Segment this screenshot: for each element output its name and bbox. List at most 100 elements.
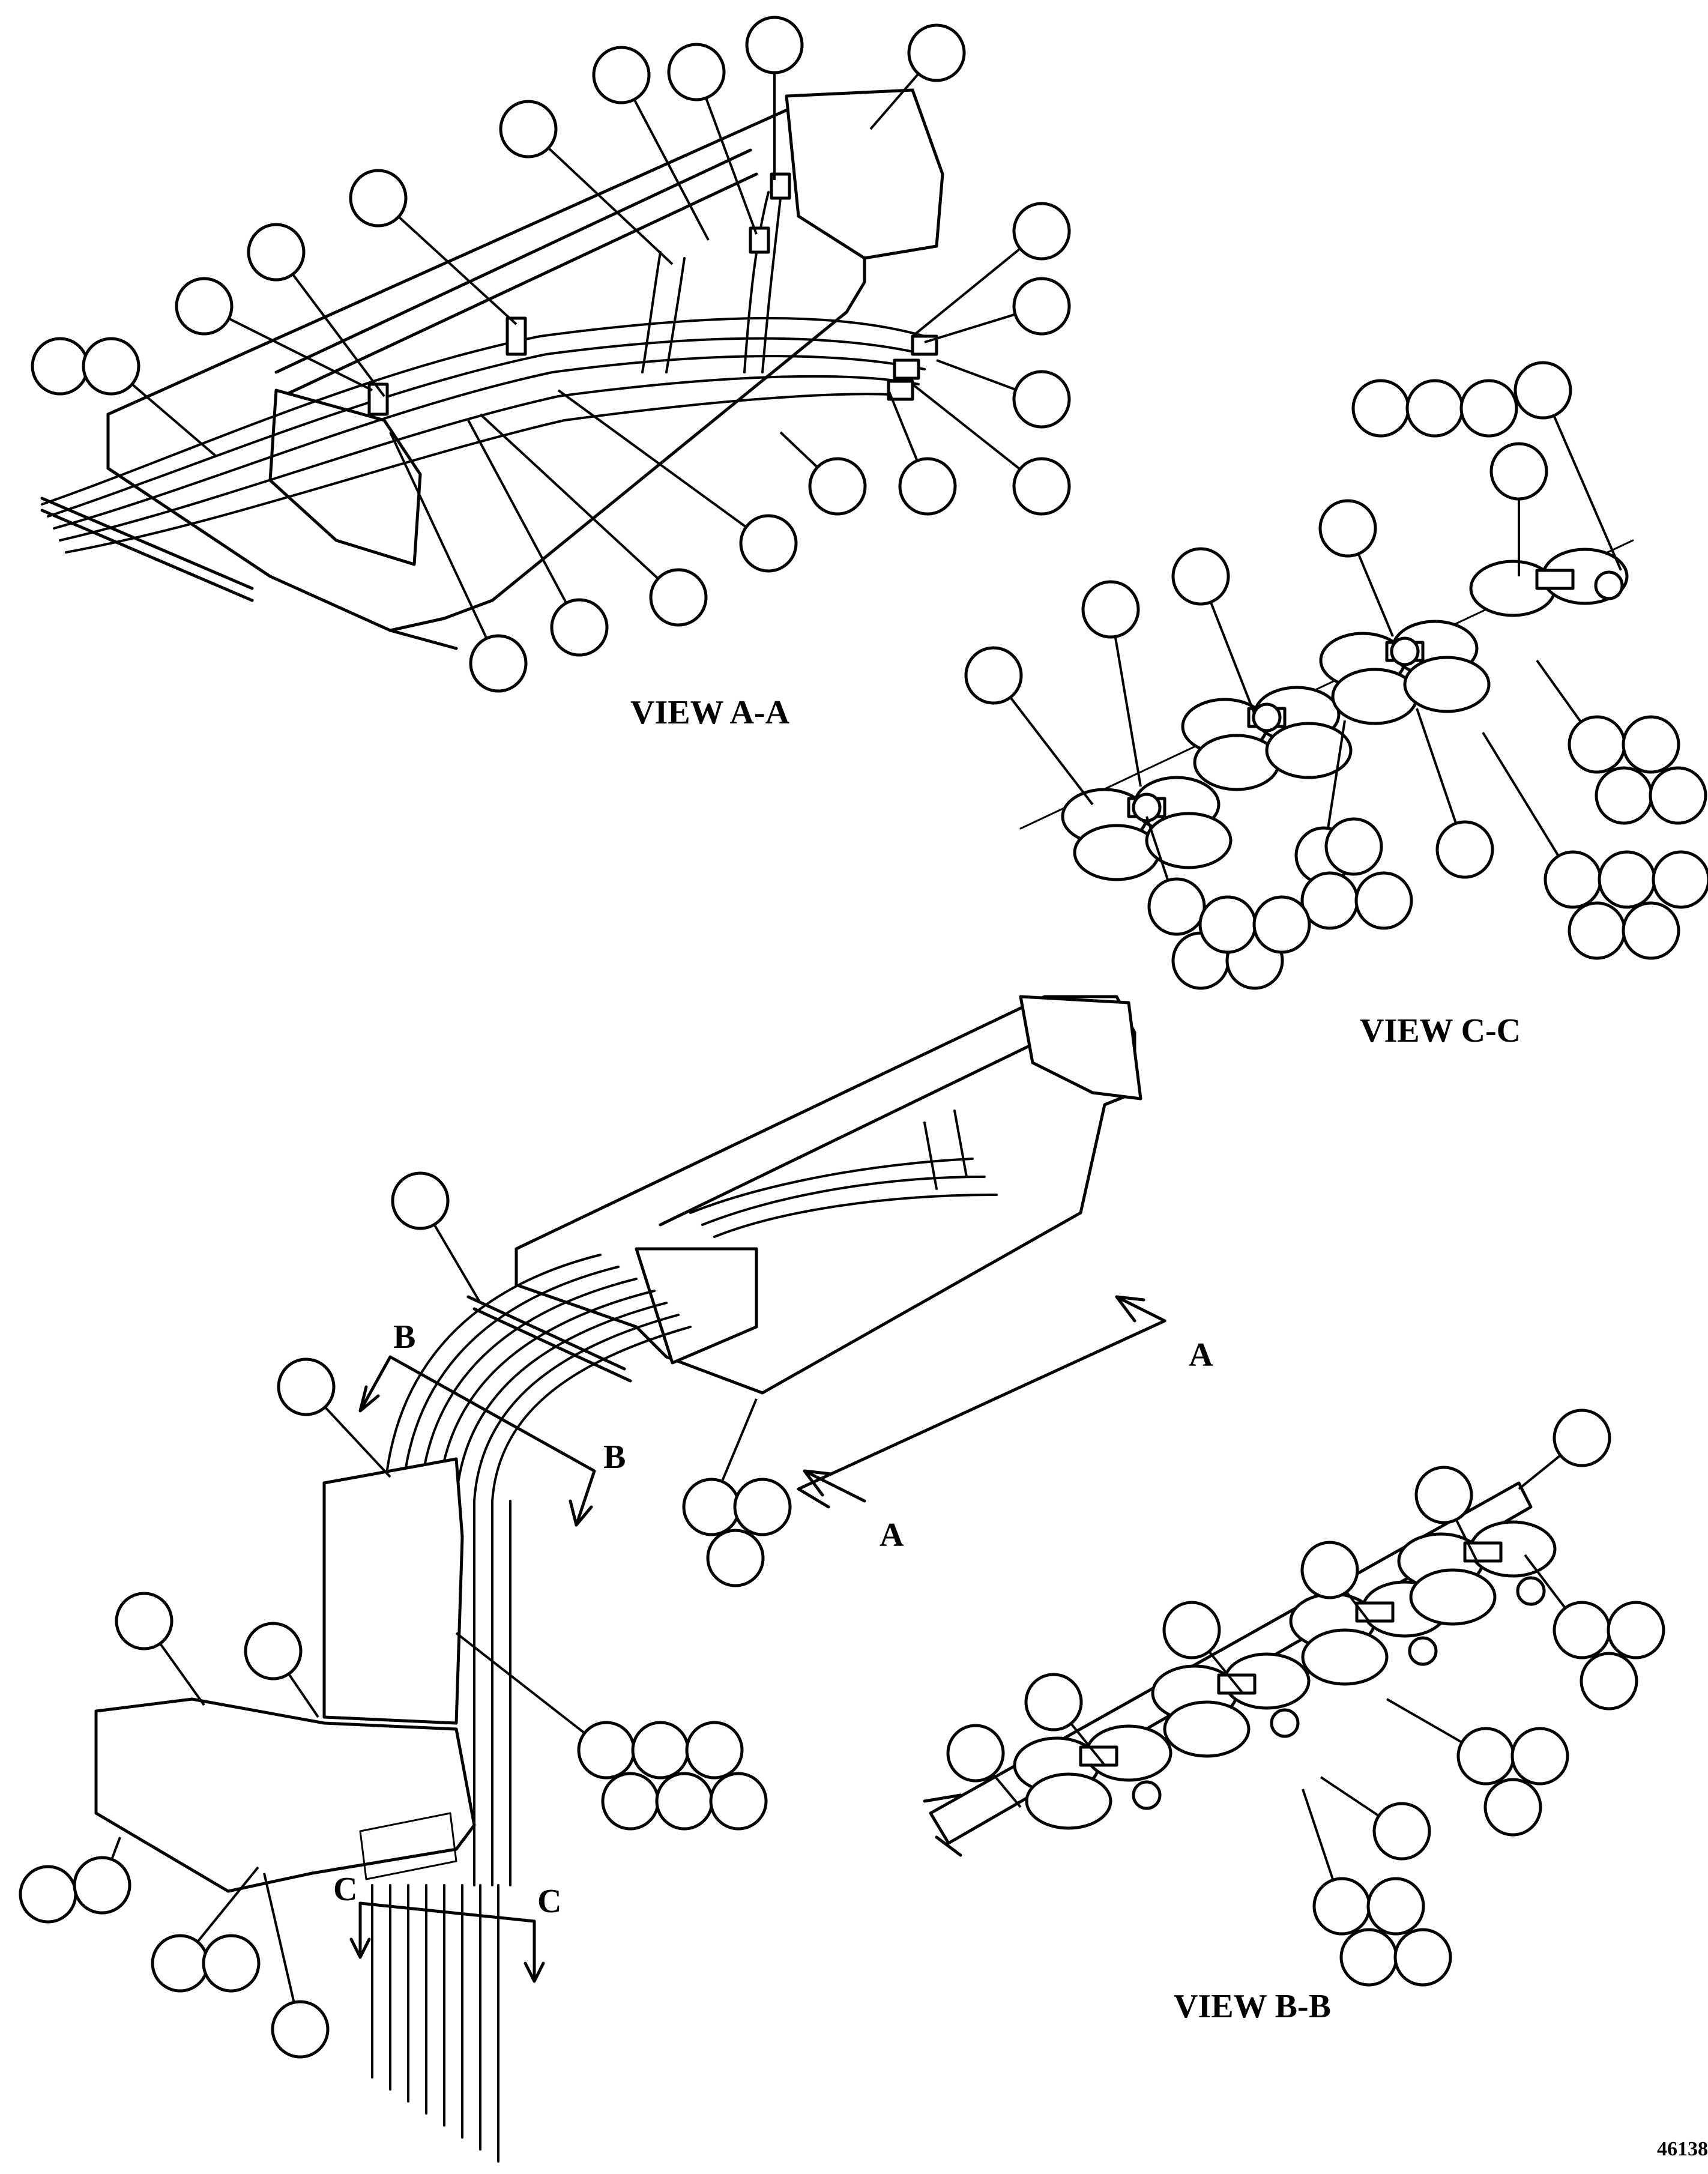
callout-bubble-64: [151, 1934, 210, 1993]
section-label-a-right: A: [1189, 1336, 1213, 1374]
leader-line: [911, 247, 1021, 337]
callout-bubble-55: [115, 1592, 174, 1650]
callout-bubble-69: [1300, 1541, 1359, 1599]
leader-line: [159, 1643, 205, 1706]
leader-line: [1524, 1554, 1566, 1609]
callout-bubble-32: [1595, 766, 1653, 825]
leader-line: [292, 273, 385, 397]
figure-number: 46138: [1657, 2138, 1708, 2160]
section-label-b-right: B: [603, 1439, 626, 1476]
leader-line: [1327, 720, 1346, 829]
callout-bubble-23: [1459, 379, 1518, 438]
callout-bubble-71: [1024, 1673, 1083, 1732]
leader-line: [389, 432, 488, 639]
leader-line: [1416, 708, 1458, 824]
callout-bubble-33: [1649, 766, 1707, 825]
callout-bubble-53: [706, 1529, 765, 1587]
leader-line: [633, 98, 710, 241]
callout-bubble-80: [1312, 1877, 1371, 1936]
leader-line: [1455, 1519, 1478, 1562]
leader-line: [992, 1774, 1022, 1808]
callout-bubble-38: [1598, 850, 1656, 909]
leader-line: [548, 147, 674, 265]
callout-bubble-68: [1414, 1466, 1473, 1524]
callout-bubble-27: [1171, 547, 1230, 606]
section-label-c-left: C: [333, 1871, 357, 1908]
callout-bubble-11: [1012, 202, 1071, 261]
leader-line: [911, 383, 1021, 471]
leader-line: [557, 389, 747, 528]
callout-bubble-16: [808, 457, 867, 516]
callout-bubble-49: [391, 1171, 450, 1230]
callout-bubble-56: [577, 1721, 636, 1780]
callout-bubble-30: [1568, 715, 1626, 774]
leader-line: [1145, 816, 1169, 881]
leader-line: [479, 413, 659, 580]
callout-bubble-13: [1012, 370, 1071, 429]
callout-bubble-62: [19, 1865, 77, 1924]
callout-bubble-50: [277, 1357, 336, 1416]
callout-bubble-8: [175, 277, 234, 336]
callout-bubble-3: [745, 16, 804, 74]
leader-line: [1386, 1698, 1463, 1744]
leader-lines: [110, 73, 1622, 2003]
callout-bubble-52: [733, 1478, 792, 1536]
callout-bubble-35: [1435, 820, 1494, 879]
leader-line: [720, 1398, 758, 1482]
callout-bubble-47: [1198, 895, 1257, 954]
leader-line: [196, 1866, 259, 1943]
leader-line: [1009, 696, 1094, 806]
callout-bubble-19: [550, 598, 609, 657]
section-label-a-left: A: [880, 1517, 904, 1554]
callout-bubble-77: [1510, 1727, 1569, 1786]
callout-bubble-39: [1652, 850, 1708, 909]
leader-line: [397, 216, 518, 325]
callout-bubble-81: [1366, 1877, 1425, 1936]
callout-bubble-57: [631, 1721, 690, 1780]
callout-bubble-15: [898, 457, 957, 516]
callout-bubble-24: [1513, 361, 1572, 420]
view-b-label: VIEW B-B: [1174, 1988, 1331, 2025]
callout-bubble-75: [1580, 1652, 1638, 1711]
callout-bubble-51: [682, 1478, 741, 1536]
callout-bubble-82: [1339, 1928, 1398, 1987]
section-arrows: [349, 1295, 1166, 1983]
callout-bubble-5: [499, 100, 558, 159]
callout-bubble-26: [1318, 499, 1377, 558]
leader-line: [1208, 1650, 1244, 1694]
leader-line: [467, 420, 568, 604]
view-c-label: VIEW C-C: [1360, 1012, 1521, 1049]
leader-line: [263, 1873, 295, 2003]
view-a-label: VIEW A-A: [630, 694, 790, 731]
leader-line: [1536, 659, 1582, 723]
leader-line: [869, 73, 920, 130]
leader-line: [1553, 415, 1622, 571]
callout-bubble-65: [202, 1934, 261, 1993]
callout-bubble-18: [649, 568, 708, 627]
callout-bubble-78: [1483, 1778, 1542, 1837]
leader-line: [455, 1632, 585, 1735]
leader-line: [1357, 553, 1394, 637]
callout-bubble-31: [1622, 715, 1680, 774]
callout-bubble-63: [73, 1856, 131, 1915]
callout-bubble-14: [1012, 457, 1071, 516]
callout-bubble-17: [739, 514, 798, 573]
callout-bubble-41: [1622, 901, 1680, 960]
view-b-drawing: [923, 1481, 1557, 1857]
callout-bubble-66: [271, 2000, 330, 2059]
leader-line: [1482, 731, 1560, 857]
callout-bubbles: [19, 16, 1708, 2059]
callout-bubble-12: [1012, 277, 1071, 336]
callout-bubble-48: [1252, 895, 1311, 954]
callout-bubble-59: [601, 1772, 660, 1831]
leader-line: [936, 359, 1016, 391]
leader-line: [1345, 1591, 1370, 1622]
callout-bubble-21: [1351, 379, 1410, 438]
leader-line: [1114, 636, 1142, 787]
callout-bubble-29: [964, 646, 1023, 705]
leader-line: [131, 383, 217, 457]
callout-bubble-79: [1372, 1802, 1431, 1861]
callout-bubble-61: [709, 1772, 768, 1831]
callout-bubble-70: [1162, 1601, 1221, 1659]
